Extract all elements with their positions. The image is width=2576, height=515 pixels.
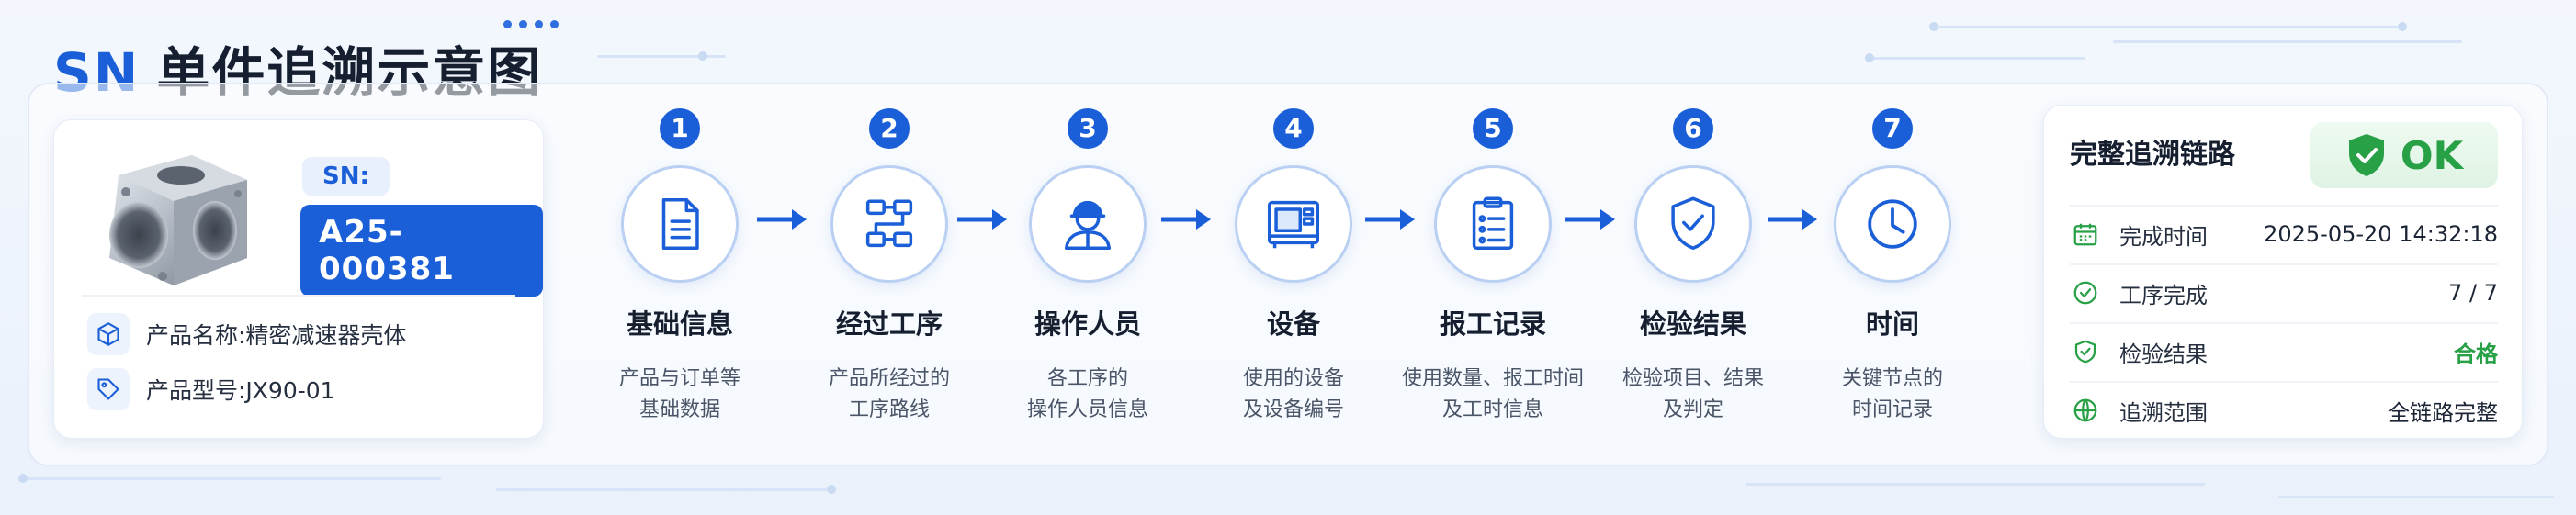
globe-icon: [2070, 395, 2101, 426]
result-label: 检验结果: [2119, 341, 2208, 367]
sn-value: A25-000381: [300, 205, 543, 297]
result-value: 2025-05-20 14:32:18: [2264, 221, 2498, 247]
shield-check-icon: [2070, 336, 2101, 367]
step-work-report: 5 报工记录 使用数量、报工时间 及工时信息: [1387, 108, 1599, 426]
step-name: 经过工序: [835, 308, 943, 340]
calendar-icon: [2070, 218, 2101, 250]
step-desc: 检验项目、结果 及判定: [1621, 367, 1764, 421]
step-desc: 产品与订单等 基础数据: [618, 367, 740, 421]
step-time: 7 时间 关键节点的 时间记录: [1787, 108, 1998, 426]
result-value: 7 / 7: [2448, 280, 2498, 306]
document-icon: [661, 198, 699, 250]
result-label: 工序完成: [2119, 282, 2208, 308]
step-number: 5: [1473, 108, 1513, 149]
step-equipment: 4 设备 使用的设备 及设备编号: [1188, 108, 1399, 426]
gear-housing-image: [109, 155, 247, 285]
clipboard-icon: [1472, 196, 1514, 250]
result-card: 完整追溯链路 OK 完成时间 2025-05-20 14:32:18 工序完成 …: [2043, 105, 2523, 439]
title-dots-decoration: [503, 20, 559, 28]
step-name: 设备: [1266, 308, 1320, 340]
result-value: 合格: [2454, 341, 2498, 367]
result-row-trace-scope: 追溯范围 全链路完整: [2070, 381, 2498, 438]
product-name-row: 产品名称:精密减速器壳体: [87, 313, 406, 355]
step-desc: 使用数量、报工时间 及工时信息: [1401, 367, 1584, 421]
step-name: 报工记录: [1439, 308, 1546, 340]
cube-icon: [87, 313, 130, 355]
step-name: 时间: [1865, 308, 1919, 340]
product-model-row: 产品型号:JX90-01: [87, 368, 335, 410]
step-name: 基础信息: [626, 308, 733, 340]
product-name-text: 产品名称:精密减速器壳体: [146, 322, 407, 349]
step-number: 2: [869, 108, 910, 149]
arrow-right-icon: [1365, 209, 1415, 230]
step-icon-circle: [1634, 165, 1752, 283]
step-operators: 3 操作人员 各工序的 操作人员信息: [982, 108, 1193, 426]
shield-check-icon: [1671, 196, 1715, 250]
step-icon-circle: [830, 165, 948, 283]
step-number: 4: [1273, 108, 1314, 149]
sn-label: SN:: [302, 157, 390, 196]
result-title: 完整追溯链路: [2070, 139, 2235, 171]
arrow-right-icon: [1161, 209, 1211, 230]
step-icon-circle: [1029, 165, 1147, 283]
clock-icon: [1868, 199, 1917, 249]
step-process-route: 2 经过工序 产品所经过的 工序路线: [784, 108, 995, 426]
result-row-completion-time: 完成时间 2025-05-20 14:32:18: [2070, 205, 2498, 262]
step-number: 1: [660, 108, 700, 149]
result-row-process-done: 工序完成 7 / 7: [2070, 263, 2498, 320]
result-value: 全链路完整: [2388, 399, 2498, 426]
step-icon-circle: [1834, 165, 1951, 283]
step-basic-info: 1 基础信息 产品与订单等 基础数据: [574, 108, 785, 426]
shield-check-icon: [2348, 134, 2384, 176]
step-icon-circle: [621, 165, 739, 283]
result-label: 完成时间: [2119, 223, 2208, 250]
arrow-right-icon: [957, 209, 1007, 230]
step-number: 6: [1673, 108, 1713, 149]
ok-text: OK: [2400, 132, 2464, 178]
step-desc: 关键节点的 时间记录: [1841, 367, 1943, 421]
worker-icon: [1064, 200, 1112, 250]
machine-icon: [1268, 200, 1319, 249]
ok-badge: OK: [2310, 122, 2498, 188]
arrow-right-icon: [757, 209, 807, 230]
card-divider: [82, 295, 515, 297]
step-icon-circle: [1434, 165, 1552, 283]
step-icon-circle: [1235, 165, 1352, 283]
check-circle-icon: [2070, 277, 2101, 308]
flowchart-icon: [865, 199, 913, 248]
step-desc: 使用的设备 及设备编号: [1242, 367, 1344, 421]
step-number: 7: [1872, 108, 1913, 149]
step-desc: 各工序的 操作人员信息: [1026, 367, 1148, 421]
arrow-right-icon: [1768, 209, 1817, 230]
step-name: 操作人员: [1034, 308, 1141, 340]
result-label: 追溯范围: [2119, 399, 2208, 426]
result-row-inspection: 检验结果 合格: [2070, 322, 2498, 379]
step-inspection-result: 6 检验结果 检验项目、结果 及判定: [1587, 108, 1799, 426]
arrow-right-icon: [1565, 209, 1615, 230]
step-name: 检验结果: [1639, 308, 1746, 340]
step-desc: 产品所经过的 工序路线: [828, 367, 950, 421]
product-card: SN: A25-000381 产品名称:精密减速器壳体 产品型号:JX90-01: [53, 119, 544, 439]
product-model-text: 产品型号:JX90-01: [146, 377, 335, 404]
tag-icon: [87, 368, 130, 410]
step-number: 3: [1068, 108, 1108, 149]
